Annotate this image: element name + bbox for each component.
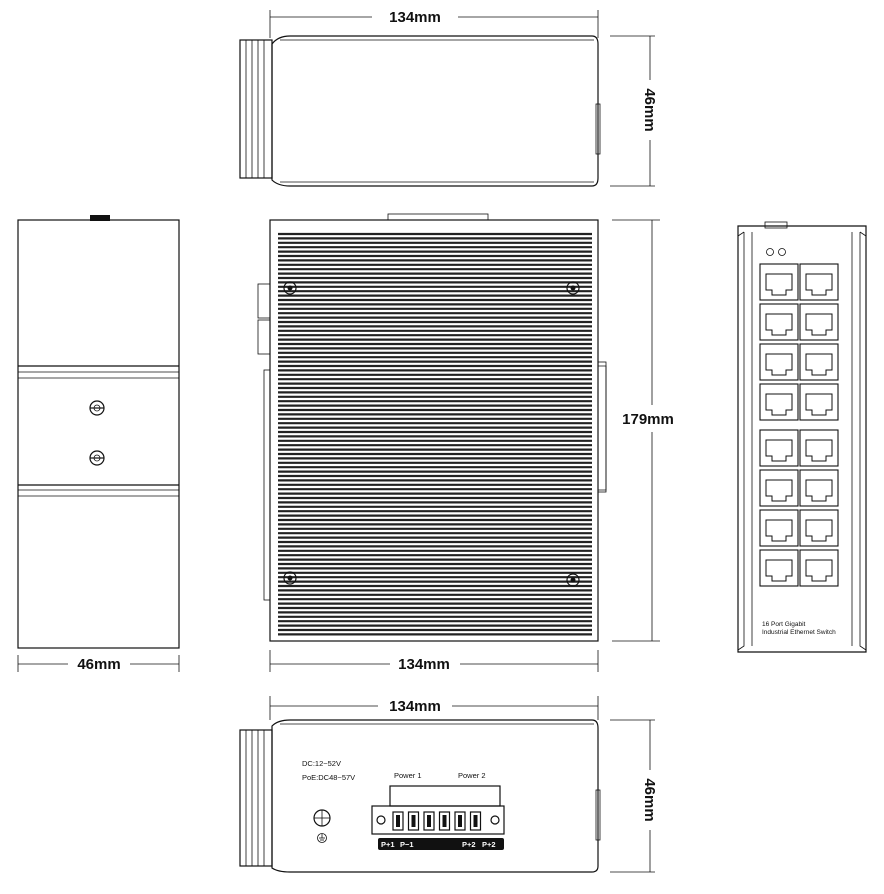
rj45-port-icon bbox=[759, 469, 799, 507]
dc-voltage-label: DC:12~52V bbox=[302, 759, 341, 768]
front-height-label: 179mm bbox=[622, 411, 674, 428]
rj45-port-icon bbox=[759, 263, 799, 301]
rj45-port-icon bbox=[799, 429, 839, 467]
terminal-p1-minus: P−1 bbox=[400, 840, 414, 849]
bottom-view: 134mm DC:12~52V PoE:DC48~57V Power 1 Pow… bbox=[239, 696, 658, 873]
terminal-slot bbox=[423, 811, 435, 831]
terminal-slot bbox=[454, 811, 466, 831]
rj45-port-icon bbox=[799, 469, 839, 507]
power-terminal-block: P+1 P−1 P+2 P+2 bbox=[371, 785, 505, 850]
rj45-port-icon bbox=[759, 429, 799, 467]
heatsink-fins bbox=[278, 232, 592, 636]
screw-icon bbox=[283, 281, 297, 295]
bottom-width-label: 134mm bbox=[389, 698, 441, 715]
rj45-port-grid bbox=[759, 263, 839, 587]
terminal-slot bbox=[469, 811, 482, 831]
screw-icon bbox=[566, 573, 580, 587]
side-width-label: 46mm bbox=[77, 656, 120, 673]
top-width-label: 134mm bbox=[389, 9, 441, 26]
top-view: 134mm 46mm bbox=[239, 9, 658, 187]
rj45-port-icon bbox=[799, 263, 839, 301]
product-label-line1: 16 Port Gigabit bbox=[762, 621, 806, 628]
terminal-slot bbox=[392, 811, 404, 831]
led-indicator bbox=[778, 248, 786, 256]
rj45-port-icon bbox=[759, 509, 799, 547]
power1-label: Power 1 bbox=[394, 771, 422, 780]
rj45-port-icon bbox=[759, 383, 799, 421]
rj45-port-icon bbox=[759, 343, 799, 381]
ground-screw-icon bbox=[313, 809, 331, 843]
rj45-port-icon bbox=[799, 509, 839, 547]
rj45-port-icon bbox=[799, 303, 839, 341]
rj45-port-icon bbox=[759, 303, 799, 341]
screw-icon bbox=[283, 571, 297, 585]
led-indicator bbox=[766, 248, 774, 256]
rj45-port-icon bbox=[759, 549, 799, 587]
power2-label: Power 2 bbox=[458, 771, 486, 780]
terminal-p1-plus: P+1 bbox=[381, 840, 395, 849]
top-height-label: 46mm bbox=[641, 88, 658, 131]
rj45-port-icon bbox=[799, 549, 839, 587]
terminal-p2-minus: P+2 bbox=[482, 840, 496, 849]
rj45-port-icon bbox=[799, 343, 839, 381]
terminal-slots bbox=[392, 811, 482, 831]
terminal-p2-plus: P+2 bbox=[462, 840, 476, 849]
port-panel-view: 16 Port Gigabit Industrial Ethernet Swit… bbox=[737, 221, 867, 653]
terminal-slot bbox=[407, 811, 420, 831]
product-label-line2: Industrial Ethernet Switch bbox=[762, 629, 836, 636]
front-width-label: 134mm bbox=[398, 656, 450, 673]
screw-icon bbox=[566, 281, 580, 295]
screw-icon bbox=[89, 450, 105, 466]
poe-voltage-label: PoE:DC48~57V bbox=[302, 773, 355, 782]
terminal-slot bbox=[438, 811, 451, 831]
side-view: 46mm bbox=[17, 215, 180, 673]
bottom-height-label: 46mm bbox=[641, 778, 658, 821]
rj45-port-icon bbox=[799, 383, 839, 421]
front-view: 134mm 179mm bbox=[257, 213, 674, 673]
screw-icon bbox=[89, 400, 105, 416]
